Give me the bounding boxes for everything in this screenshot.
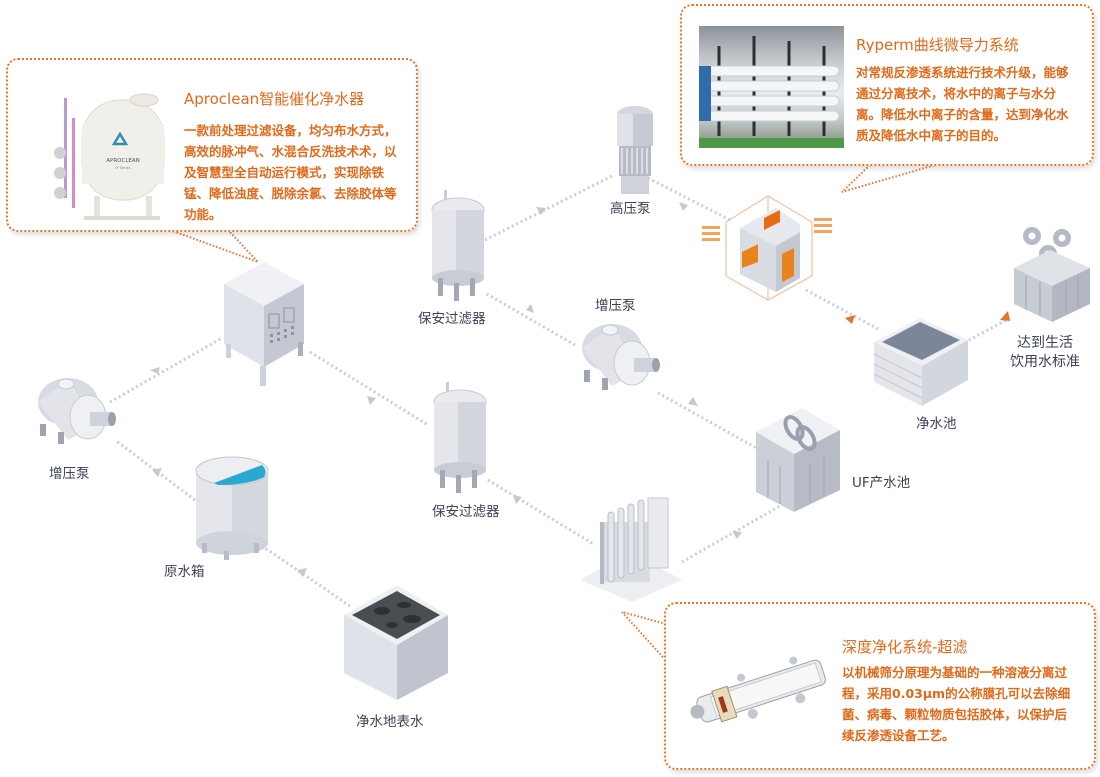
uf-pool-icon [754, 408, 844, 522]
link-ufpool-to-pump2 [657, 391, 761, 452]
aproclean-description: 一款前处理过滤设备，均匀布水方式，高效的脉冲气、水混合反洗技术术，以及智慧型全自… [184, 123, 397, 222]
arrow-head [688, 397, 698, 406]
arrow-head [732, 531, 742, 539]
drinking-standard-tank-icon [1010, 224, 1094, 328]
surface-water-label: 净水地表水 [356, 714, 424, 730]
control-cabinet-icon [222, 262, 312, 396]
arrow-head [367, 396, 376, 405]
high-pressure-pump-label: 高压泵 [610, 201, 651, 217]
arrow-head [513, 495, 522, 504]
security-filter-1-label: 保安过滤器 [418, 311, 486, 327]
arrow-head-accent [1000, 311, 1010, 321]
drinking-standard-line1: 达到生活 [1017, 335, 1073, 351]
ryperm-title: Ryperm曲线微导力系统 [856, 36, 1019, 54]
uf-title: 深度净化系统-超滤 [842, 638, 968, 656]
high-pressure-pump-icon [612, 104, 658, 200]
raw-water-tank-icon [194, 455, 274, 564]
security-filter-1-icon [430, 188, 492, 307]
link-filter1-to-hpump [484, 174, 613, 242]
aproclean-title: Aproclean智能催化净水器 [184, 90, 365, 108]
booster-pump-1-label: 增压泵 [49, 466, 90, 482]
booster-pump-2-label: 增压泵 [595, 298, 636, 314]
link-ro-to-pool [805, 288, 881, 332]
arrow-head [150, 367, 160, 374]
arrow-head-accent [845, 315, 855, 324]
svg-text:IY Series: IY Series [115, 166, 130, 170]
arrow-head [297, 568, 307, 577]
clean-water-pool-label: 净水池 [916, 416, 957, 432]
arrow-head [526, 304, 534, 313]
uf-rack-icon [578, 492, 688, 606]
link-cabinet-to-filter2 [309, 350, 429, 427]
callout-tail-aproclean [169, 229, 259, 263]
callout-tail-uf [618, 610, 671, 666]
ryperm-plant-photo [699, 26, 844, 148]
drinking-standard-label: 达到生活 饮用水标准 [1010, 334, 1080, 372]
link-filter2-to-uf [487, 478, 596, 547]
booster-pump-2-icon [572, 318, 667, 402]
surface-water-box-icon [342, 585, 452, 709]
aproclean-tank-image: APROCLEAN IY Series [42, 78, 172, 223]
ryperm-ro-cube-icon [696, 188, 841, 312]
link-pump2-to-filter1 [484, 291, 576, 347]
callout-aproclean: APROCLEAN IY Series Aproclean智能催化净水器 一款前… [6, 58, 418, 232]
booster-pump-1-icon [28, 372, 123, 456]
aproclean-logo-text: APROCLEAN [106, 158, 140, 164]
security-filter-2-icon [432, 380, 494, 499]
uf-description: 以机械筛分原理为基础的一种溶液分离过程，采用0.03μm的公称膜孔可以去除细菌、… [842, 665, 1071, 743]
callout-uf: 深度净化系统-超滤 以机械筛分原理为基础的一种溶液分离过程，采用0.03μm的公… [664, 602, 1096, 770]
link-uf-to-ufpool [681, 504, 781, 564]
link-hpump-to-ro [647, 176, 731, 222]
drinking-standard-line2: 饮用水标准 [1010, 354, 1080, 370]
uf-membrane-image [686, 649, 831, 734]
security-filter-2-label: 保安过滤器 [432, 504, 500, 520]
arrow-head [536, 207, 546, 215]
link-pump1-to-cabinet [109, 336, 223, 404]
link-surface-to-rawtank [264, 546, 351, 608]
clean-water-pool-icon [872, 318, 972, 412]
arrow-head [679, 202, 688, 211]
callout-tail-ryperm [841, 164, 936, 193]
uf-pool-label: UF产水池 [852, 475, 911, 491]
arrow-head [152, 468, 162, 477]
callout-ryperm: Ryperm曲线微导力系统 对常规反渗透系统进行技术升级，能够通过分离技术，将水… [680, 4, 1094, 166]
ryperm-description: 对常规反渗透系统进行技术升级，能够通过分离技术，将水中的离子与水分离。降低水中离… [856, 65, 1069, 143]
raw-water-tank-label: 原水箱 [164, 564, 205, 580]
